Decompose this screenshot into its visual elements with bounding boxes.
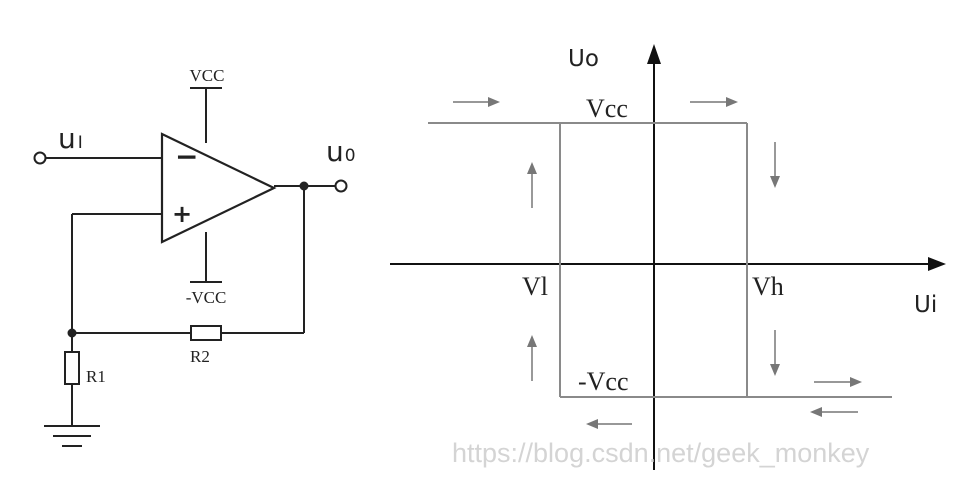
low-level-label: -Vcc bbox=[578, 367, 629, 396]
minus-sign: − bbox=[175, 140, 198, 173]
arrow-down-icon bbox=[770, 330, 780, 376]
comparator-circuit bbox=[33, 87, 348, 447]
arrow-left-icon bbox=[810, 407, 858, 417]
arrow-up-icon bbox=[527, 162, 537, 208]
plus-sign: + bbox=[172, 200, 192, 228]
output-label-main: u bbox=[326, 135, 344, 168]
op-amp-triangle bbox=[160, 132, 277, 244]
vcc-label: VCC bbox=[190, 66, 225, 85]
arrow-right-icon bbox=[690, 97, 738, 107]
hysteresis-curve bbox=[428, 122, 892, 398]
output-terminal bbox=[334, 179, 348, 193]
hysteresis-plot: Uo Ui Vcc -Vcc Vl Vh https://blog.csdn.n… bbox=[390, 44, 946, 470]
neg-vcc-label: -VCC bbox=[186, 288, 227, 307]
x-axis-arrowhead bbox=[928, 257, 946, 271]
arrow-right-icon bbox=[814, 377, 862, 387]
arrow-up-icon bbox=[527, 335, 537, 381]
y-axis-label: Uo bbox=[568, 46, 599, 72]
output-label: u0 bbox=[326, 135, 356, 168]
r1-resistor bbox=[64, 351, 80, 385]
r1-label: R1 bbox=[86, 367, 106, 386]
plot-axes bbox=[390, 44, 946, 470]
r2-resistor bbox=[190, 325, 222, 341]
y-axis-arrowhead bbox=[647, 44, 661, 64]
input-label-sub: I bbox=[78, 133, 83, 153]
input-label-main: u bbox=[58, 122, 76, 155]
arrow-left-icon bbox=[586, 419, 632, 429]
lower-threshold-label: Vl bbox=[522, 272, 548, 301]
r2-label: R2 bbox=[190, 347, 210, 366]
upper-threshold-label: Vh bbox=[752, 272, 784, 301]
plot-labels: Uo Ui Vcc -Vcc Vl Vh bbox=[522, 46, 937, 396]
ground-icon bbox=[44, 425, 100, 447]
input-terminal bbox=[33, 151, 47, 165]
arrow-right-icon bbox=[453, 97, 500, 107]
x-axis-label: Ui bbox=[914, 292, 937, 318]
arrow-down-icon bbox=[770, 142, 780, 188]
direction-arrows bbox=[453, 97, 862, 429]
output-label-sub: 0 bbox=[345, 146, 356, 166]
watermark: https://blog.csdn.net/geek_monkey bbox=[452, 438, 870, 468]
high-level-label: Vcc bbox=[586, 94, 628, 123]
